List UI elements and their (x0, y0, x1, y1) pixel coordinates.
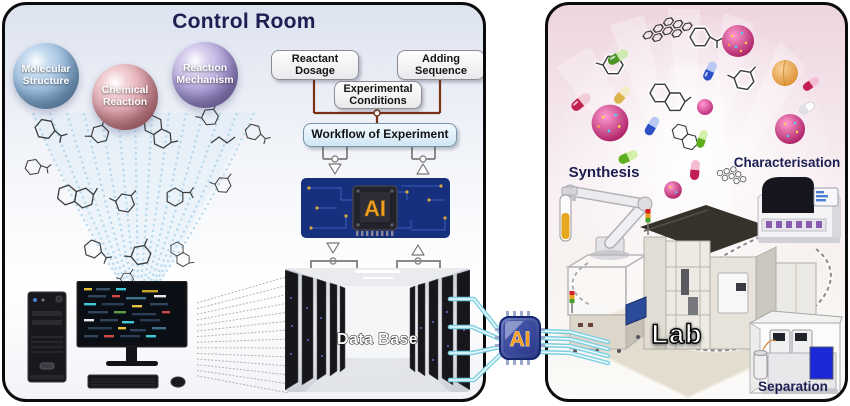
mouse (170, 376, 186, 388)
experimental-conditions-box: Experimental Conditions (334, 81, 422, 109)
characterisation-instrument (757, 177, 841, 243)
lab-title: Lab (651, 318, 703, 349)
funnel-streams (31, 112, 255, 284)
pink-sphere (697, 99, 713, 115)
capsules (571, 49, 820, 180)
ai-badge-label: AI (510, 328, 531, 351)
control-screen (625, 296, 647, 326)
ai-database-connector (310, 242, 441, 271)
separation-label: Separation (758, 379, 828, 394)
reactant-dosage-box: Reactant Dosage (271, 50, 359, 80)
desktop-computer (27, 281, 188, 389)
ai-chip-board: AI (301, 178, 450, 238)
server-room: Data Base (285, 268, 470, 392)
sphere-reaction-mechanism: Reaction Mechanism (172, 42, 238, 108)
control-room-panel: Control Room (2, 2, 486, 402)
desktop-tower (27, 291, 67, 383)
database-label: Data Base (337, 331, 418, 348)
orange-tablet (772, 60, 798, 86)
workflow-of-experiment-box: Workflow of Experiment (303, 123, 457, 147)
ai-badge: AI (495, 311, 545, 365)
robot-arm (559, 184, 653, 260)
chip-ai-label: AI (364, 196, 386, 221)
sphere-molecular-structure: Molecular Structure (13, 43, 79, 109)
keyboard (87, 374, 159, 389)
sphere-label: Molecular Structure (21, 63, 71, 87)
control-room-art (5, 78, 442, 394)
test-tube (559, 194, 572, 242)
monitor-code (84, 288, 170, 338)
signal-lamp (569, 291, 575, 313)
desktop-monitor (76, 281, 188, 366)
sphere-label: Reaction Mechanism (176, 62, 234, 86)
sphere-chemical-reaction: Chemical Reaction (92, 64, 158, 130)
lab-panel: Synthesis Characterisation Lab Separatio… (545, 2, 848, 402)
data-stream (196, 275, 290, 394)
nanoparticle (591, 25, 805, 199)
signal-lamp (645, 209, 651, 235)
separation-instrument (749, 310, 843, 394)
funnel-glow (30, 113, 253, 285)
synthesis-label: Synthesis (568, 164, 640, 181)
workflow-ai-connector (322, 145, 436, 175)
sphere-label: Chemical Reaction (101, 84, 149, 108)
lab-art (556, 9, 843, 399)
lab-platform (565, 205, 817, 353)
control-room-title: Control Room (172, 10, 316, 33)
condition-connectors (312, 78, 442, 124)
characterisation-label: Characterisation (733, 155, 841, 170)
adding-sequence-box: Adding Sequence (397, 50, 483, 80)
floating-compounds (571, 13, 820, 199)
molecule-sketches (24, 104, 273, 285)
